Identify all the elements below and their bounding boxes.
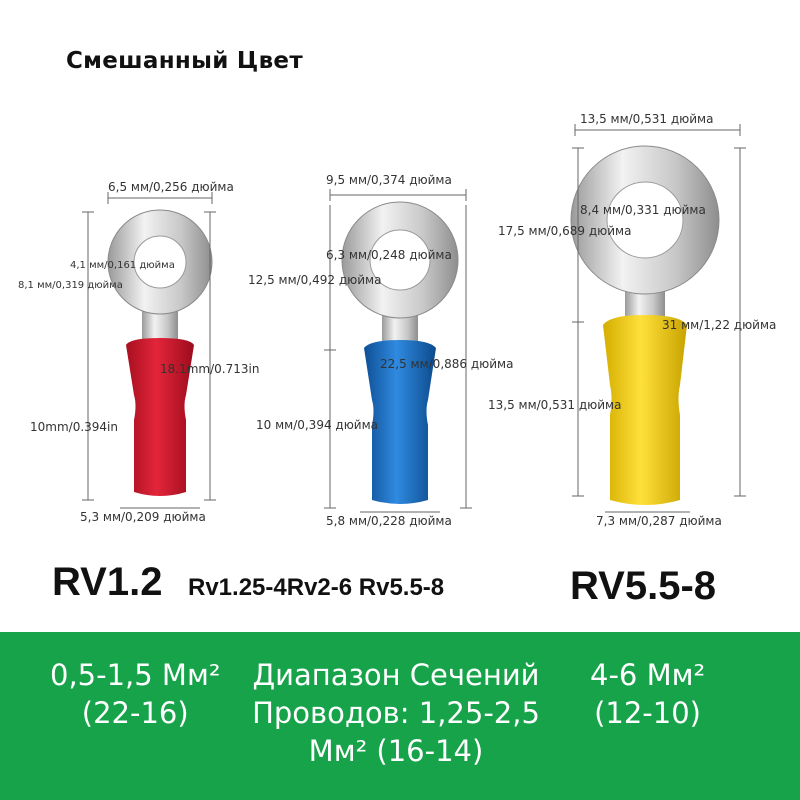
red-ring-length-label: 8,1 мм/0,319 дюйма (18, 280, 123, 291)
red-sleeve-width-label: 5,3 мм/0,209 дюйма (80, 510, 206, 524)
model-middle: Rv1.25-4Rv2-6 Rv5.5-8 (188, 574, 445, 601)
blue-ring-width-label: 9,5 мм/0,374 дюйма (326, 173, 452, 187)
yellow-terminal (570, 145, 720, 505)
red-total-length-label: 18.1mm/0.713in (160, 362, 260, 376)
wire-range-band (0, 632, 800, 800)
model-right: RV5.5-8 (570, 564, 717, 608)
red-hole-label: 4,1 мм/0,161 дюйма (70, 260, 175, 271)
range-left: 0,5-1,5 Мм² (22-16) (50, 656, 220, 732)
page-title: Смешанный Цвет (66, 48, 303, 74)
blue-total-length-label: 22,5 мм/0,886 дюйма (380, 357, 514, 371)
range-middle-line-2: Проводов: 1,25-2,5 (252, 696, 540, 730)
range-left-line-1: 0,5-1,5 Мм² (50, 658, 221, 692)
blue-sleeve-width-label: 5,8 мм/0,228 дюйма (326, 514, 452, 528)
red-terminal (107, 209, 213, 496)
range-middle-line-3: Мм² (16-14) (308, 734, 484, 768)
blue-hole-label: 6,3 мм/0,248 дюйма (326, 248, 452, 262)
range-left-line-2: (22-16) (81, 696, 189, 730)
yellow-hole-label: 8,4 мм/0,331 дюйма (580, 203, 706, 217)
terminals-illustration (82, 124, 746, 513)
yellow-ring-length-label: 17,5 мм/0,689 дюйма (498, 224, 632, 238)
range-right: 4-6 Мм² (12-10) (590, 656, 705, 732)
range-right-line-1: 4-6 Мм² (590, 658, 706, 692)
red-sleeve-length-label: 10mm/0.394in (30, 420, 118, 434)
red-ring-width-label: 6,5 мм/0,256 дюйма (108, 180, 234, 194)
blue-ring-length-label: 12,5 мм/0,492 дюйма (248, 273, 382, 287)
range-middle: Диапазон Сечений Проводов: 1,25-2,5 Мм² … (238, 656, 554, 770)
model-left: RV1.2 (52, 560, 163, 604)
dimension-lines (82, 124, 746, 513)
yellow-sleeve-width-label: 7,3 мм/0,287 дюйма (596, 514, 722, 528)
yellow-ring-width-label: 13,5 мм/0,531 дюйма (580, 112, 714, 126)
range-middle-line-1: Диапазон Сечений (252, 658, 540, 692)
yellow-sleeve-length-label: 13,5 мм/0,531 дюйма (488, 398, 622, 412)
yellow-total-length-label: 31 мм/1,22 дюйма (662, 318, 777, 332)
blue-sleeve-length-label: 10 мм/0,394 дюйма (256, 418, 379, 432)
range-right-line-2: (12-10) (594, 696, 701, 730)
blue-terminal (341, 201, 459, 504)
